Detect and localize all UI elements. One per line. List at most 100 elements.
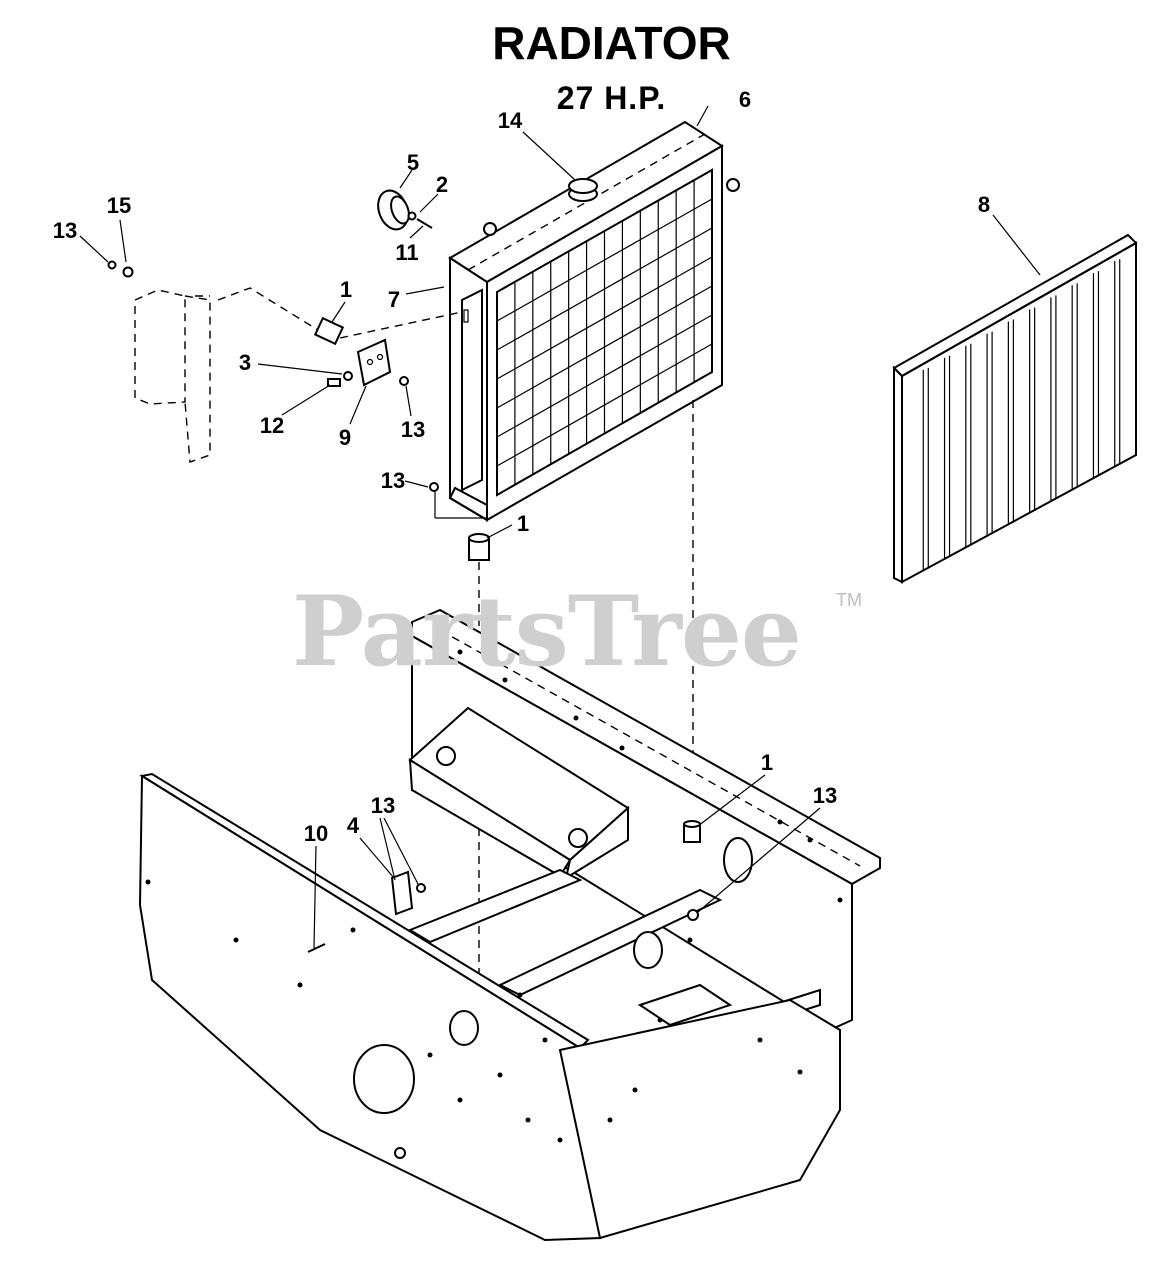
screen-slats (922, 259, 1121, 571)
callout-1-upper: 1 (339, 277, 353, 302)
nut-13-frame-right (687, 909, 699, 921)
frame-hole (619, 745, 625, 751)
frame-hole (687, 937, 693, 943)
callout-3: 3 (238, 350, 252, 375)
frame-side-small-hole (394, 1147, 406, 1159)
leader-3 (257, 363, 343, 375)
support-box-hole (436, 746, 456, 766)
bracket-hole-2 (376, 353, 384, 361)
radiator-seam (467, 133, 706, 271)
callout-leaders (79, 105, 1041, 949)
frame-hole (542, 1037, 548, 1043)
tractor-frame (138, 608, 881, 1242)
isolator-mount-lower (468, 533, 490, 561)
callout-7: 7 (387, 287, 401, 312)
mount-bracket-4 (390, 870, 414, 916)
callout-13-frame-right: 13 (812, 783, 838, 808)
diagram-subtitle: 27 H.P. (556, 80, 667, 116)
isolator-mount-upper (313, 316, 345, 346)
mount-bracket-dashed (134, 287, 319, 463)
leader-13e-b (383, 817, 419, 885)
callout-1-frame: 1 (760, 750, 774, 775)
spacer-5-face (390, 195, 410, 225)
frame-hole (350, 927, 356, 933)
screen-frame (901, 241, 1137, 584)
frame-hole (777, 819, 783, 825)
crossmember-1 (407, 868, 583, 944)
leader-1b (486, 524, 513, 539)
side-plate-slot (463, 309, 469, 323)
leader-13b (405, 385, 412, 417)
callout-13-frame-left: 13 (370, 793, 396, 818)
washer-2 (407, 211, 417, 221)
frame-hole (497, 1072, 503, 1078)
frame-hole (457, 1097, 463, 1103)
frame-hole (573, 715, 579, 721)
bolt-11 (416, 218, 433, 229)
hose-fitting (726, 178, 740, 192)
leader-1c (697, 774, 766, 827)
callout-13-base: 13 (380, 468, 406, 493)
frame-hole (145, 879, 151, 885)
dashed-bracket (134, 289, 186, 405)
leader-4 (359, 837, 395, 879)
callout-5: 5 (406, 150, 420, 175)
frame-hole (297, 982, 303, 988)
callout-13-top: 13 (52, 218, 78, 243)
frame-hole (457, 649, 463, 655)
leader-14 (522, 131, 576, 181)
frame-side-large-hole (353, 1044, 415, 1114)
screen-top-rail (892, 233, 1138, 378)
dashed-leader-a (217, 287, 319, 331)
leader-9 (349, 385, 367, 425)
leader-7 (405, 286, 445, 295)
bolt-10 (307, 943, 326, 953)
frame-rear-seam (439, 629, 861, 867)
nut-13-frame-left (416, 883, 426, 893)
dashed-bracket-side (184, 295, 211, 463)
leader-5 (399, 169, 413, 189)
leader-13c (404, 480, 429, 488)
leader-13e-a (379, 817, 396, 881)
support-box-hole-2 (568, 828, 588, 848)
frame-rear-hole (723, 837, 753, 883)
isolator-lower-top (468, 533, 490, 543)
frame-holes (145, 649, 843, 1143)
leader-2 (419, 193, 439, 213)
radiator-assembly (434, 120, 740, 522)
washer-3 (343, 371, 353, 381)
frame-side-hole (449, 1010, 479, 1046)
washer-15 (122, 266, 134, 278)
frame-hole (427, 1052, 433, 1058)
nut-13-top (107, 260, 117, 270)
dashed-leader-b (339, 311, 463, 339)
frame-hole (233, 937, 239, 943)
callout-4: 4 (346, 813, 360, 838)
leader-15 (119, 219, 127, 263)
isolator-body (313, 316, 345, 346)
callout-13-bracket: 13 (400, 417, 426, 442)
radiator-screen (892, 233, 1138, 584)
trademark-symbol: TM (836, 590, 862, 610)
screen-side-rail (893, 365, 903, 584)
side-plate (461, 288, 483, 492)
frame-rear-right (558, 998, 841, 1240)
callout-8: 8 (977, 192, 991, 217)
radiator-fins (496, 180, 713, 485)
nut-13-base (429, 482, 439, 492)
callout-9: 9 (338, 425, 352, 450)
frame-rear-hole-2 (633, 931, 663, 969)
frame-hole (607, 1117, 613, 1123)
callout-12: 12 (259, 413, 285, 438)
frame-hole (837, 897, 843, 903)
diagram-title: RADIATOR (492, 17, 731, 69)
frame-hole (557, 1137, 563, 1143)
partstree-watermark: PartsTree (292, 575, 802, 688)
callout-10: 10 (303, 821, 329, 846)
leader-13a (79, 235, 109, 263)
hose-fitting-left (483, 222, 497, 236)
nut-13-bracket (399, 376, 409, 386)
isolator-frame-top (683, 820, 701, 828)
